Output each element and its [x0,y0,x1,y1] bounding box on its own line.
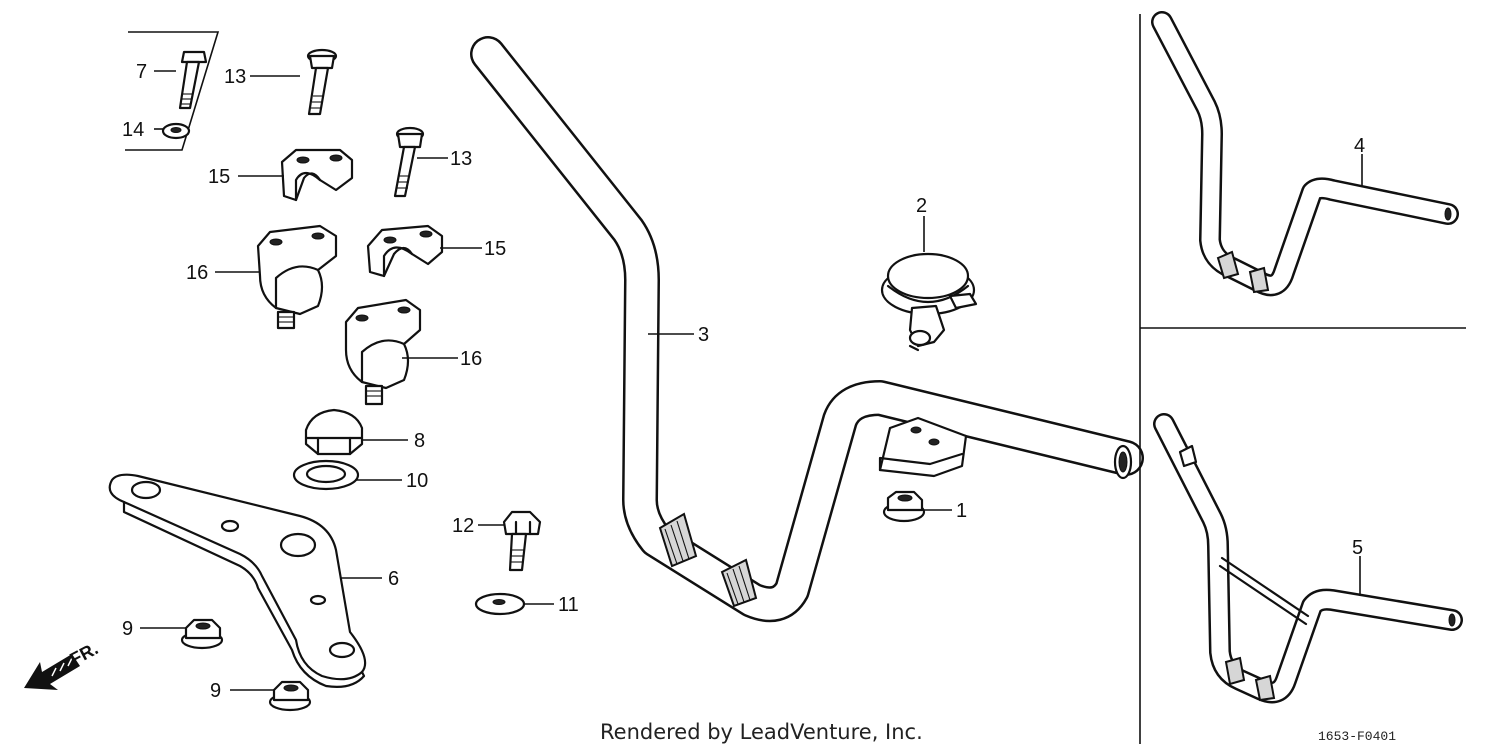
flange-nut-9-lower[interactable] [268,680,312,712]
callout-15-left: 15 [208,166,230,188]
bolt-13-upper[interactable] [306,48,338,116]
callout-11: 11 [558,594,579,616]
callout-16-left: 16 [186,262,208,284]
callout-13-lower: 13 [450,148,472,170]
variant-dividers [1139,14,1466,744]
callout-13-upper: 13 [224,66,246,88]
washer-10[interactable] [292,459,360,491]
callout-5: 5 [1352,537,1363,559]
handlebar-4[interactable] [1151,11,1459,297]
callout-7: 7 [136,61,147,83]
washer-14[interactable] [161,122,191,140]
upper-holder-15-left[interactable] [280,148,354,202]
callout-6: 6 [388,568,399,590]
handlebar-bracket[interactable] [878,416,968,478]
callout-1: 1 [956,500,967,522]
inset-box-7-14 [125,31,220,151]
bolt-12[interactable] [502,510,542,572]
callout-12: 12 [452,515,474,537]
callout-3: 3 [698,324,709,346]
handlebar-3[interactable] [470,36,1144,623]
front-direction-arrow: FR. [24,638,101,690]
diagram-code: 1653-F0401 [1318,729,1396,744]
callout-9-upper: 9 [122,618,133,640]
flange-nut-9-upper[interactable] [180,618,224,650]
callout-16-right: 16 [460,348,482,370]
credit-text: Rendered by LeadVenture, Inc. [600,720,923,744]
callout-2: 2 [916,195,927,217]
horn-2[interactable] [880,252,978,352]
callout-8: 8 [414,430,425,452]
callout-10: 10 [406,470,428,492]
bolt-7[interactable] [178,50,208,110]
washer-11[interactable] [474,592,526,616]
callout-9-lower: 9 [210,680,221,702]
handlebar-5[interactable] [1153,413,1463,704]
lower-holder-16-right[interactable] [344,298,422,406]
callout-4: 4 [1354,135,1365,157]
cap-nut-8[interactable] [304,408,364,456]
nut-1[interactable] [882,490,926,523]
callout-14: 14 [122,119,144,141]
handlebar-plate-6[interactable] [108,473,367,688]
upper-holder-15-right[interactable] [366,224,444,278]
leader-lines [140,70,1363,691]
bolt-13-lower[interactable] [393,126,425,198]
callout-labels: 7 14 13 13 15 15 16 16 8 10 6 9 9 12 11 … [122,61,1365,702]
lower-holder-16-left[interactable] [256,224,338,330]
callout-15-right: 15 [484,238,506,260]
